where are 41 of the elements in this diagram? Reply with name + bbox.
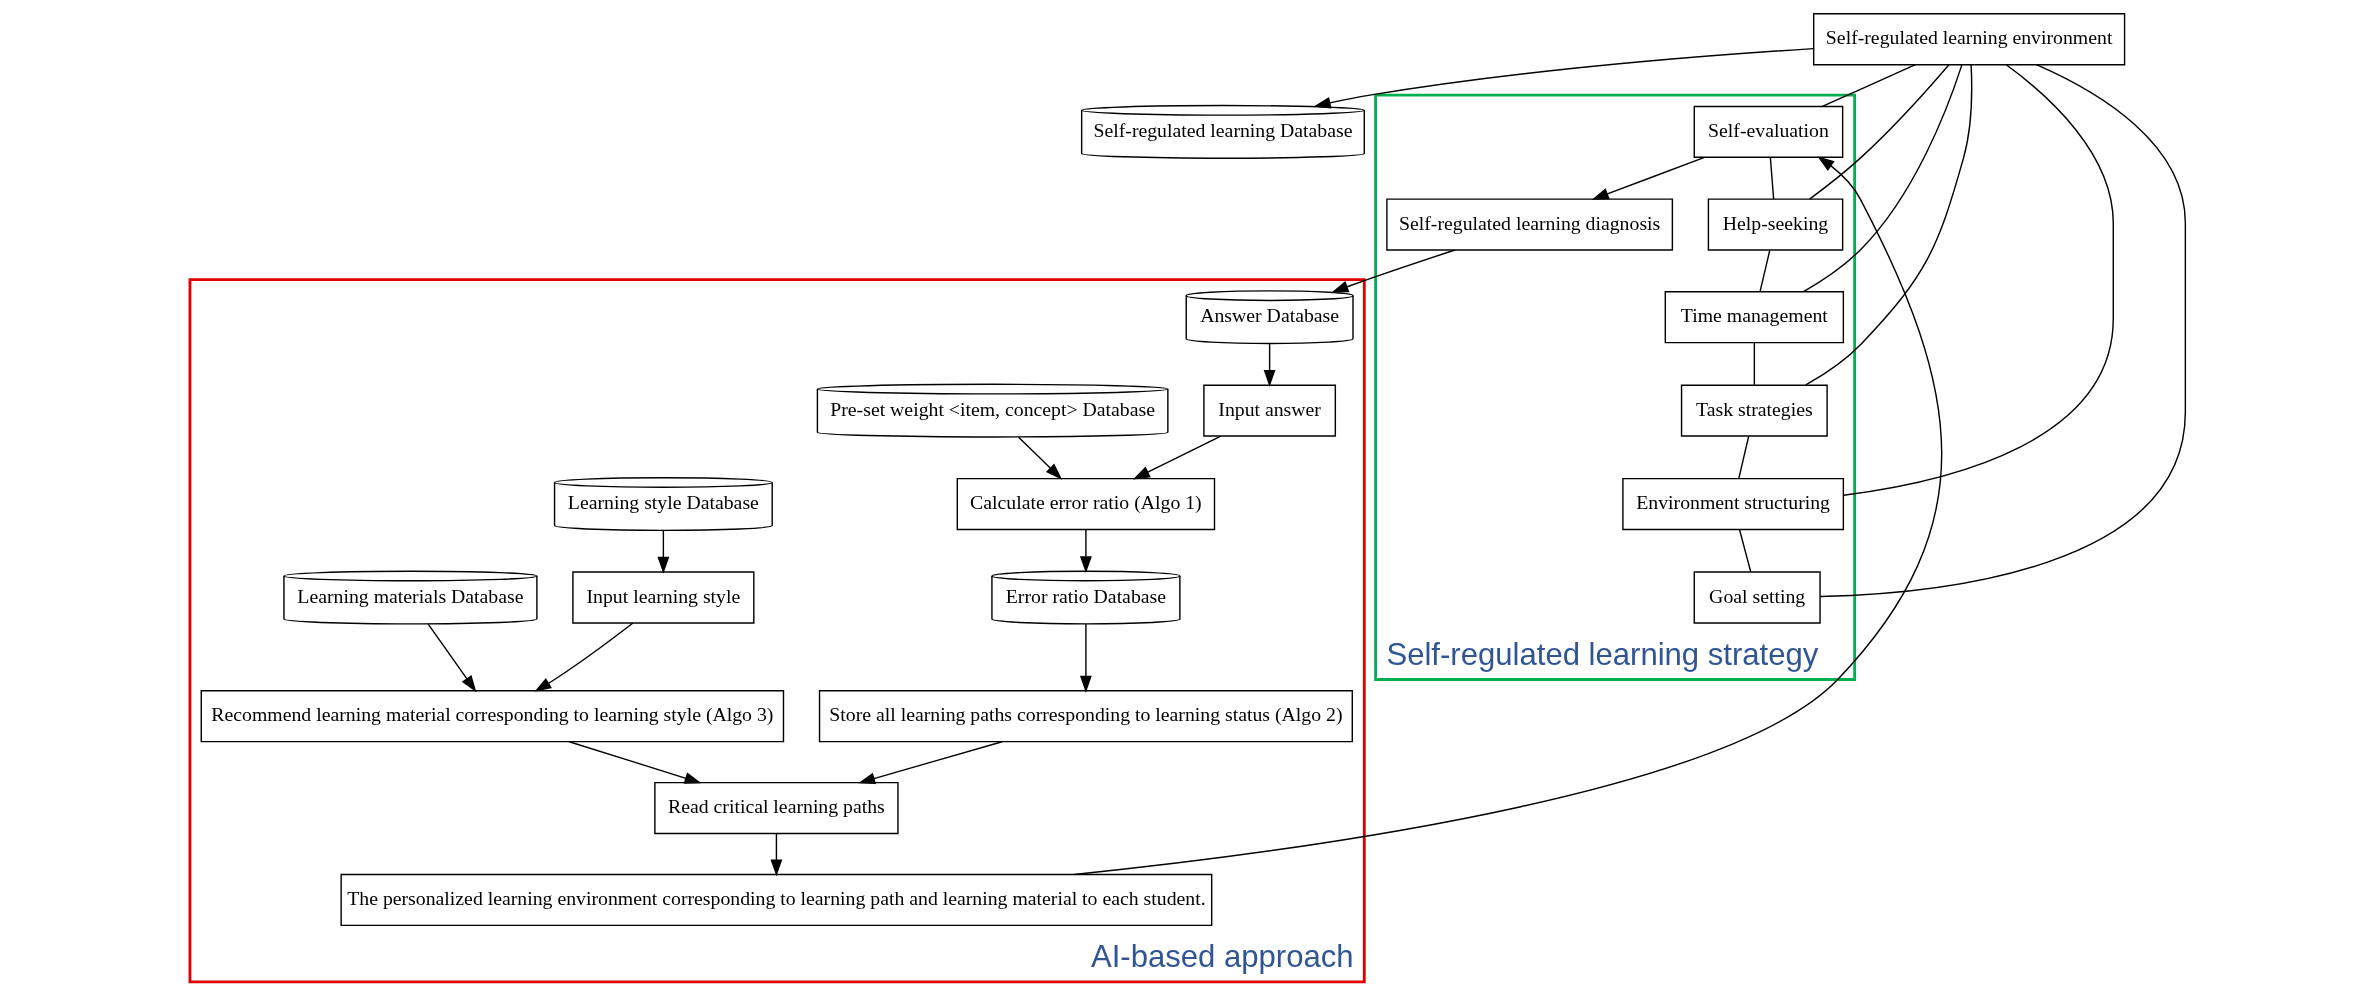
node-box: Goal setting	[1693, 571, 1821, 624]
arrow	[1591, 156, 1706, 200]
node-box: Input learning style	[572, 571, 755, 624]
node-box: Environment structuring	[1622, 477, 1845, 531]
node-box: Input answer	[1203, 384, 1337, 437]
connector	[1738, 529, 1752, 573]
connector	[1753, 342, 1756, 386]
arrow	[568, 741, 702, 784]
arrow	[1017, 436, 1063, 480]
node-box: Self-regulated learning environment	[1812, 13, 2126, 66]
arrow	[1073, 156, 1943, 876]
arrow	[1313, 47, 1814, 109]
arrow	[657, 530, 670, 574]
node-box: Read critical learning paths	[654, 781, 899, 835]
arrow	[1079, 529, 1092, 574]
connector	[1821, 64, 1917, 108]
node-box: Calculate error ratio (Algo 1)	[956, 477, 1216, 531]
node-box: Task strategies	[1680, 384, 1828, 437]
node-box: Self-evaluation	[1693, 105, 1844, 159]
arrow	[1079, 623, 1092, 693]
connector	[1808, 64, 1950, 200]
node-box: Self-regulated learning diagnosis	[1386, 198, 1674, 251]
arrow	[1263, 343, 1276, 387]
node-box: Time management	[1664, 291, 1845, 344]
connector	[1769, 156, 1775, 200]
arrow	[770, 833, 783, 877]
connector	[1802, 64, 1963, 293]
connector	[1738, 435, 1750, 479]
node-box: Recommend learning material corresponding to learning style (Algo 3)	[200, 690, 785, 743]
arrow	[427, 623, 477, 693]
connector	[1819, 64, 2187, 598]
arrow	[1132, 435, 1222, 480]
connector	[1759, 249, 1771, 293]
connector	[1805, 64, 1973, 386]
arrow	[1331, 249, 1456, 293]
connector	[1842, 64, 2114, 496]
node-box: Help-seeking	[1707, 198, 1844, 251]
node-box: Store all learning paths corresponding to learning status (Algo 2)	[818, 690, 1353, 743]
arrow	[534, 622, 634, 692]
node-box: The personalized learning environment corresponding to learning path and learning material to each student.	[340, 873, 1213, 927]
arrow	[858, 741, 1003, 785]
